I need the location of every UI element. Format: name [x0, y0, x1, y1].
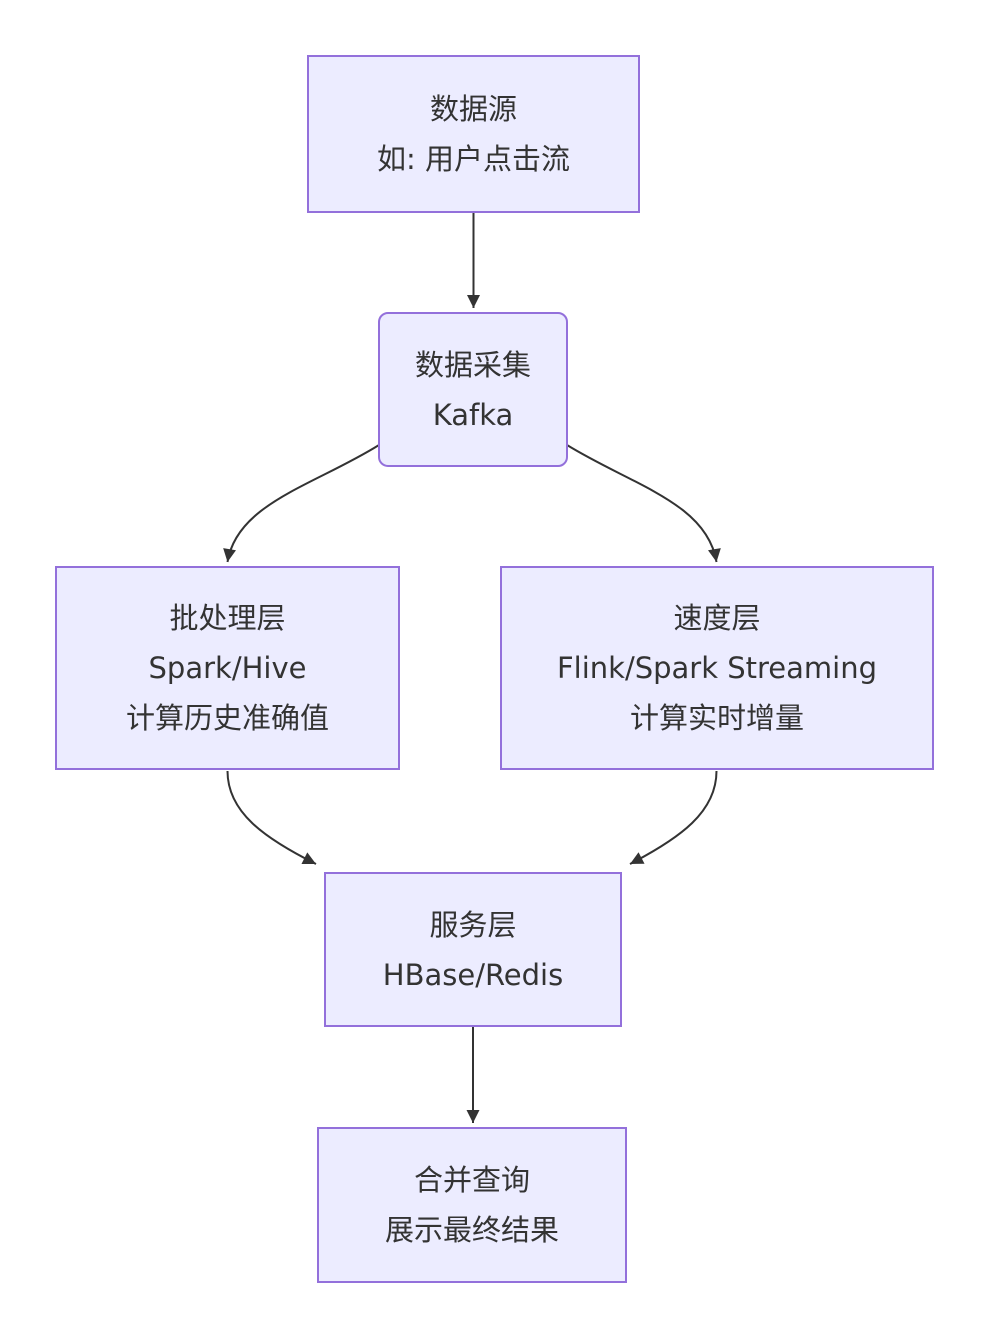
node-label-line: Kafka — [432, 397, 514, 432]
node-label-line: 计算历史准确值 — [125, 701, 329, 735]
node-label-line: HBase/Redis — [382, 957, 564, 992]
edge-batch-to-serving — [226, 770, 317, 865]
node-label-line: Spark/Hive — [148, 651, 307, 685]
node-label-line: 服务层 — [429, 907, 517, 942]
node-serving-layer: 服务层 HBase/Redis — [324, 872, 622, 1027]
node-label-line: 速度层 — [673, 601, 761, 635]
node-label-line: Flink/Spark Streaming — [556, 651, 878, 685]
edge-kafka-to-speed — [566, 444, 721, 563]
node-label-line: 如: 用户点击流 — [377, 142, 570, 176]
node-speed-layer: 速度层 Flink/Spark Streaming 计算实时增量 — [500, 566, 934, 770]
node-merge-query: 合并查询 展示最终结果 — [317, 1127, 627, 1283]
node-data-collection-kafka: 数据采集 Kafka — [378, 312, 568, 467]
node-data-source: 数据源 如: 用户点击流 — [307, 55, 640, 213]
node-label-line: 数据源 — [429, 92, 517, 126]
node-label-line: 展示最终结果 — [384, 1213, 559, 1247]
node-batch-layer: 批处理层 Spark/Hive 计算历史准确值 — [55, 566, 400, 770]
node-label-line: 合并查询 — [413, 1163, 530, 1197]
node-label-line: 批处理层 — [169, 601, 286, 635]
edge-kafka-to-batch — [223, 444, 380, 563]
edge-speed-to-serving — [629, 770, 718, 865]
node-label-line: 计算实时增量 — [629, 701, 804, 735]
node-label-line: 数据采集 — [414, 347, 531, 382]
